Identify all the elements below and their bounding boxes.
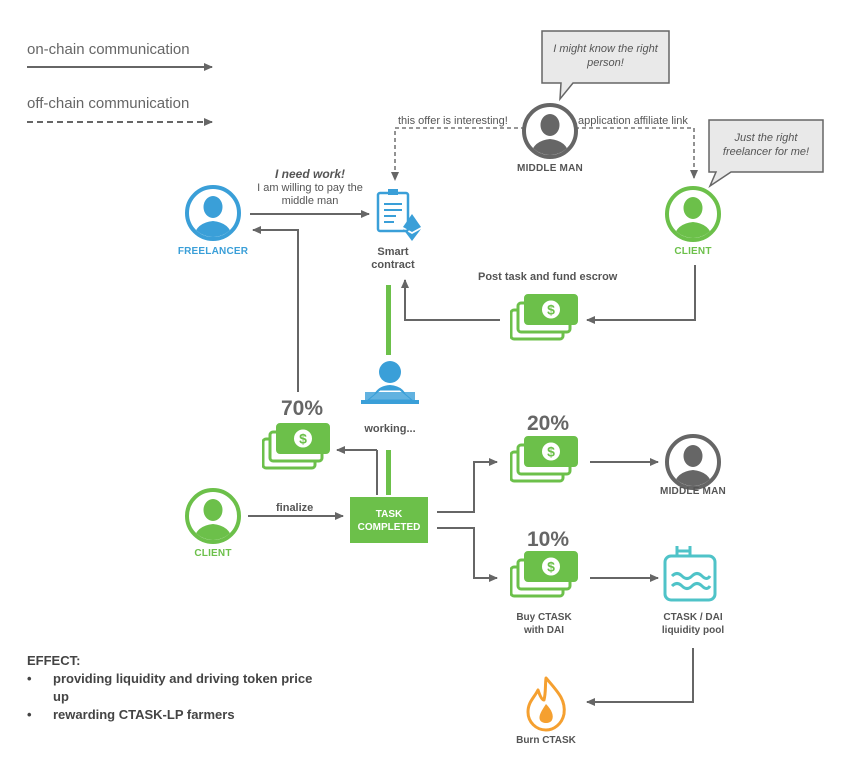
label-need-work: I need work! (274, 167, 345, 181)
middle-man-top-avatar-icon (524, 105, 576, 161)
label-willing-to-pay: I am willing to pay the middle man (257, 182, 363, 207)
client-top-caption: CLIENT (674, 246, 712, 257)
dashed-middle-to-contract (391, 127, 525, 181)
arrow-escrow-to-contract (401, 279, 500, 321)
bubble-client-text: Just the right freelancer for me! (722, 132, 810, 158)
arrow-task-to-10 (437, 527, 498, 582)
liquidity-pool-icon (663, 546, 717, 602)
middle-man-right-avatar-icon (667, 436, 719, 492)
effect-title: EFFECT: (27, 653, 81, 668)
percent-70: 70% (281, 397, 324, 420)
payout-70-money-icon (262, 422, 330, 470)
client-top-avatar-icon (667, 188, 719, 244)
green-bar-upper (386, 285, 391, 355)
effect-block: EFFECT: providing liquidity and driving … (27, 652, 317, 724)
working-person-icon (361, 361, 419, 404)
percent-20: 20% (527, 412, 570, 435)
smart-contract-icon (376, 189, 421, 241)
task-completed-label: TASK COMPLETED (357, 509, 421, 533)
arrow-70-to-freelancer (252, 226, 299, 392)
working-caption: working... (364, 423, 416, 435)
middle-man-top-caption: MIDDLE MAN (517, 163, 583, 174)
payout-20-money-icon (510, 435, 578, 483)
bubble-middle-man-text: I might know the right person! (553, 43, 658, 69)
payout-10-money-icon (510, 550, 578, 598)
client-bottom-caption: CLIENT (194, 548, 232, 559)
effect-item: rewarding CTASK-LP farmers (27, 706, 317, 724)
middle-man-right-caption: MIDDLE MAN (660, 486, 726, 497)
freelancer-caption: FREELANCER (177, 246, 249, 257)
label-post-task: Post task and fund escrow (478, 271, 618, 283)
legend-off-chain-label: off-chain communication (27, 95, 190, 112)
dashed-middle-to-client (575, 127, 698, 179)
label-buy-ctask: Buy CTASK with DAI (516, 612, 572, 636)
arrow-pool-to-burn (586, 648, 694, 706)
freelancer-avatar-icon (187, 187, 239, 243)
legend-on-chain-label: on-chain communication (27, 41, 190, 58)
arrow-task-to-20 (437, 458, 498, 513)
liquidity-pool-caption: CTASK / DAI liquidity pool (661, 612, 725, 636)
effect-list: providing liquidity and driving token pr… (27, 670, 317, 724)
task-completed-box (350, 497, 428, 543)
burn-caption: Burn CTASK (516, 735, 576, 746)
arrow-client-to-escrow (586, 265, 696, 324)
flame-icon (526, 676, 566, 732)
label-finalize: finalize (276, 502, 314, 514)
percent-10: 10% (527, 528, 570, 551)
smart-contract-caption: Smart contract (371, 246, 415, 271)
speech-bubble-middle-man (541, 30, 670, 102)
green-bar-lower (386, 450, 391, 495)
effect-item: providing liquidity and driving token pr… (27, 670, 317, 706)
speech-bubble-client (708, 119, 824, 189)
escrow-money-icon (510, 293, 578, 341)
client-bottom-avatar-icon (187, 490, 239, 546)
label-affiliate-link: application affiliate link (578, 115, 688, 127)
label-offer-interesting: this offer is interesting! (398, 115, 508, 127)
